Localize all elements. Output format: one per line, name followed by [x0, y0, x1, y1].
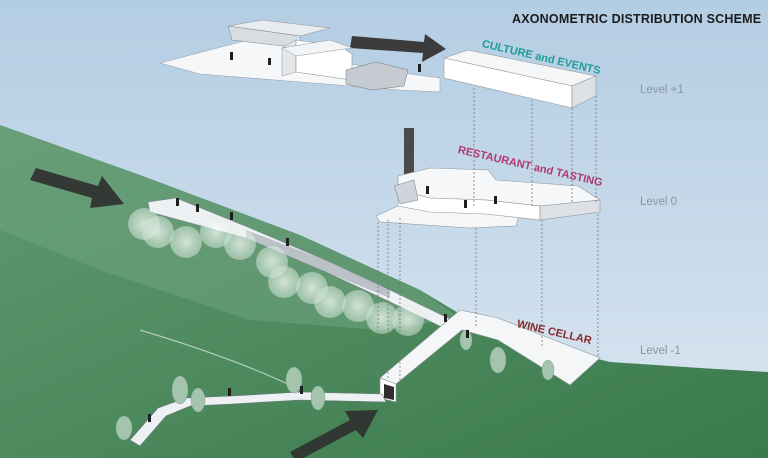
vegetation-circles — [128, 208, 424, 336]
hillside-path-line — [139, 329, 301, 391]
people-figures — [148, 52, 497, 422]
diagram-title: AXONOMETRIC DISTRIBUTION SCHEME — [512, 12, 762, 26]
level-label-plus1: Level +1 — [640, 84, 684, 96]
arrow-entry-top — [350, 34, 446, 62]
upper-walkway-wall — [246, 230, 390, 298]
cellar-entry-dark — [384, 384, 394, 400]
projection-lines — [377, 88, 599, 382]
level-label-0: Level 0 — [640, 196, 678, 208]
arrow-entry-bottom — [290, 410, 378, 458]
events-hall-roof — [281, 39, 353, 57]
restaurant-stairs — [393, 179, 419, 205]
stair-block — [345, 61, 409, 91]
restaurant-side — [539, 199, 601, 221]
arrow-entry-left — [30, 168, 124, 208]
level-label-minus1: Level -1 — [640, 345, 681, 357]
trees — [115, 329, 555, 441]
